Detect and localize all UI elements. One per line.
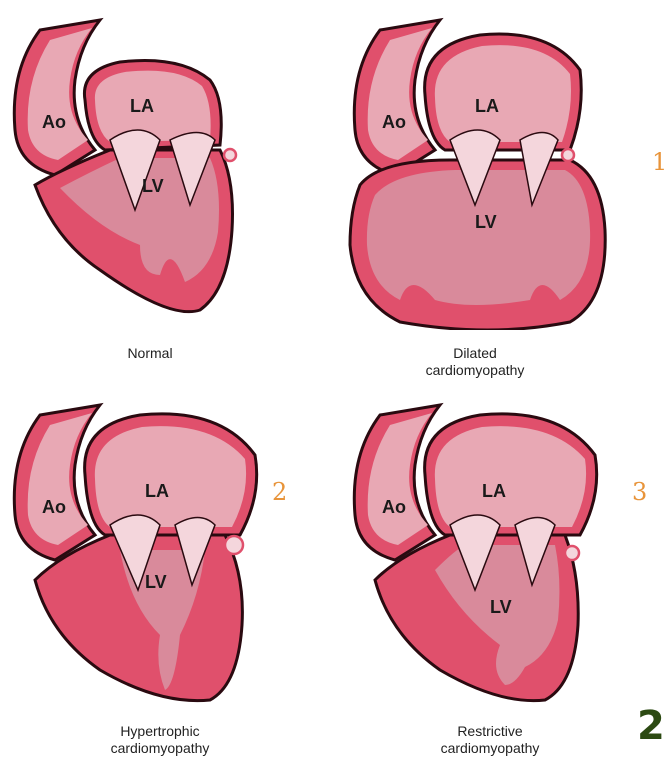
heart-restrictive: Ao LA LV bbox=[340, 385, 640, 715]
heart-hypertrophic-illustration: Ao LA LV bbox=[0, 385, 300, 715]
label-ao: Ao bbox=[382, 497, 406, 517]
label-la: LA bbox=[130, 96, 154, 116]
heart-dilated-illustration: Ao LA LV bbox=[340, 0, 640, 330]
caption-hypertrophic: Hypertrophic cardiomyopathy bbox=[85, 723, 235, 757]
label-lv: LV bbox=[145, 572, 167, 592]
heart-hypertrophic: Ao LA LV bbox=[0, 385, 300, 715]
heart-normal: Ao LA LV bbox=[0, 0, 300, 330]
label-lv: LV bbox=[142, 176, 164, 196]
corner-number: 2 bbox=[637, 703, 665, 749]
label-ao: Ao bbox=[42, 497, 66, 517]
caption-restrictive: Restrictive cardiomyopathy bbox=[415, 723, 565, 757]
label-la: LA bbox=[482, 481, 506, 501]
label-lv: LV bbox=[475, 212, 497, 232]
label-ao: Ao bbox=[382, 112, 406, 132]
label-la: LA bbox=[145, 481, 169, 501]
annotation-number-2: 2 bbox=[272, 478, 287, 506]
caption-dilated: Dilated cardiomyopathy bbox=[400, 345, 550, 379]
annotation-number-3: 3 bbox=[632, 478, 647, 506]
heart-normal-illustration: Ao LA LV bbox=[0, 0, 300, 330]
heart-restrictive-illustration: Ao LA LV bbox=[340, 385, 640, 715]
caption-normal: Normal bbox=[90, 345, 210, 362]
label-lv: LV bbox=[490, 597, 512, 617]
annotation-number-1: 1 bbox=[652, 148, 667, 176]
label-ao: Ao bbox=[42, 112, 66, 132]
label-la: LA bbox=[475, 96, 499, 116]
heart-dilated: Ao LA LV bbox=[340, 0, 640, 330]
